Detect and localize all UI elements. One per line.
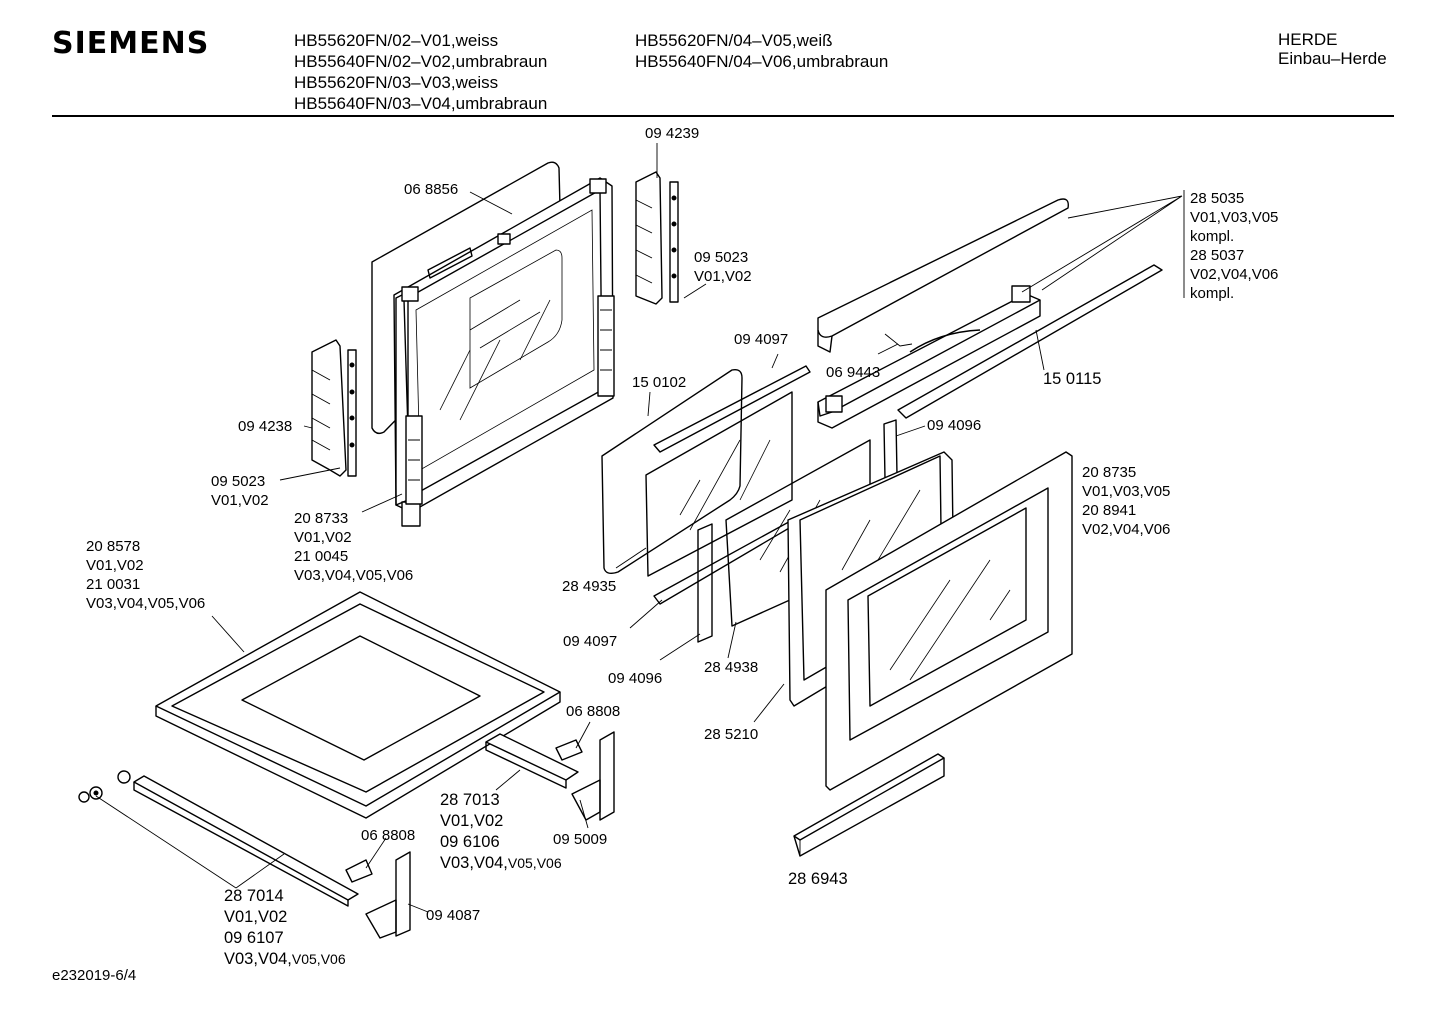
part-label: 15 0115	[1043, 370, 1102, 388]
handle-assembly	[817, 198, 1163, 429]
part-line: V01,V03,V05	[1190, 209, 1279, 226]
part-variant-small: V05,V06	[507, 855, 562, 871]
part-variant: V03,V04,	[224, 950, 292, 968]
model-line: HB55620FN/02–V01,weiss	[294, 31, 499, 50]
part-label: 20 8578 V01,V02 21 0031 V03,V04,V05,V06	[86, 537, 205, 613]
part-label: 28 4935	[562, 578, 617, 595]
part-label: 09 4097	[734, 331, 789, 348]
part-line: 20 8735	[1082, 464, 1137, 481]
part-line: V03,V04,V05,V06	[440, 853, 562, 874]
part-label: 28 5210	[704, 726, 759, 743]
hinge-bracket-left	[311, 339, 357, 477]
part-label: 09 4087	[426, 907, 481, 924]
part-line: 20 8733	[294, 510, 349, 527]
part-label: 28 4938	[704, 659, 759, 676]
part-label: 20 8735 V01,V03,V05 20 8941 V02,V04,V06	[1082, 463, 1170, 539]
part-line: V03,V04,V05,V06	[294, 567, 414, 584]
model-list-2: HB55620FN/04–V05,weiß HB55640FN/04–V06,u…	[635, 30, 888, 72]
part-label: 28 5035 V01,V03,V05 kompl. 28 5037 V02,V…	[1190, 189, 1278, 303]
drawing-id: e232019-6/4	[52, 967, 137, 984]
model-line: HB55640FN/02–V02,umbrabraun	[294, 52, 548, 71]
model-list-1: HB55620FN/02–V01,weiss HB55640FN/02–V02,…	[294, 30, 547, 114]
category: HERDE Einbau–Herde	[1278, 30, 1387, 68]
part-label: 09 5023 V01,V02	[211, 472, 269, 510]
part-label: 15 0102	[632, 374, 687, 391]
part-label: 09 4097	[563, 633, 618, 650]
part-line: 28 7013	[440, 791, 500, 809]
part-line: 20 8941	[1082, 502, 1137, 519]
brand-logo: SIEMENS	[52, 26, 210, 61]
part-variant: V03,V04,	[440, 854, 508, 872]
part-variant-small: V05,V06	[291, 951, 346, 967]
part-line: 28 7014	[224, 887, 284, 905]
bottom-trim	[793, 753, 945, 857]
part-label: 06 8856	[404, 181, 459, 198]
hinge-bracket-right	[635, 171, 679, 305]
part-line: V03,V04,V05,V06	[224, 949, 346, 970]
part-line: V02,V04,V06	[1190, 266, 1279, 283]
model-line: HB55640FN/03–V04,umbrabraun	[294, 94, 548, 113]
part-line: 21 0045	[294, 548, 349, 565]
part-line: 21 0031	[86, 576, 141, 593]
front-door-glass	[825, 451, 1073, 791]
part-label: 28 7013 V01,V02 09 6106 V03,V04,V05,V06	[440, 790, 562, 874]
category-subtitle: Einbau–Herde	[1278, 49, 1387, 68]
part-line: V01,V03,V05	[1082, 483, 1171, 500]
part-line: V03,V04,V05,V06	[86, 595, 206, 612]
model-line: HB55620FN/04–V05,weiß	[635, 31, 833, 50]
part-label: 28 7014 V01,V02 09 6107 V03,V04,V05,V06	[224, 886, 346, 970]
part-line: 28 5035	[1190, 190, 1245, 207]
part-label: 20 8733 V01,V02 21 0045 V03,V04,V05,V06	[294, 509, 413, 585]
part-line: V01,V02	[294, 529, 352, 546]
part-line: 09 5023	[694, 249, 749, 266]
part-label: 09 5023 V01,V02	[694, 248, 752, 286]
part-line: kompl.	[1190, 228, 1235, 245]
door-frame-assembly	[371, 161, 615, 527]
part-line: V01,V02	[224, 908, 288, 926]
model-line: HB55620FN/03–V03,weiss	[294, 73, 499, 92]
part-label: 09 4238	[238, 418, 293, 435]
side-rails	[78, 733, 579, 907]
part-label: 06 9443	[826, 364, 881, 381]
part-label: 06 8808	[361, 827, 416, 844]
leader-lines	[95, 143, 1185, 913]
model-line: HB55640FN/04–V06,umbrabraun	[635, 52, 889, 71]
part-line: V02,V04,V06	[1082, 521, 1171, 538]
part-line: 09 6106	[440, 833, 500, 851]
part-line: 28 5037	[1190, 247, 1245, 264]
part-label: 09 4239	[645, 125, 700, 142]
header-rule	[52, 115, 1394, 117]
oven-floor-panel	[155, 591, 561, 819]
part-label: 09 5009	[553, 831, 608, 848]
part-line: 20 8578	[86, 538, 141, 555]
part-label: 09 4096	[927, 417, 982, 434]
part-label: 28 6943	[788, 870, 848, 888]
part-line: V01,V02	[694, 268, 752, 285]
part-line: V01,V02	[440, 812, 504, 830]
part-label: 06 8808	[566, 703, 621, 720]
part-label: 09 4096	[608, 670, 663, 687]
part-line: 09 5023	[211, 473, 266, 490]
part-line: V01,V02	[211, 492, 269, 509]
category-title: HERDE	[1278, 30, 1338, 49]
part-line: kompl.	[1190, 285, 1235, 302]
part-line: V01,V02	[86, 557, 144, 574]
part-line: 09 6107	[224, 929, 284, 947]
mounting-brackets	[345, 731, 615, 939]
